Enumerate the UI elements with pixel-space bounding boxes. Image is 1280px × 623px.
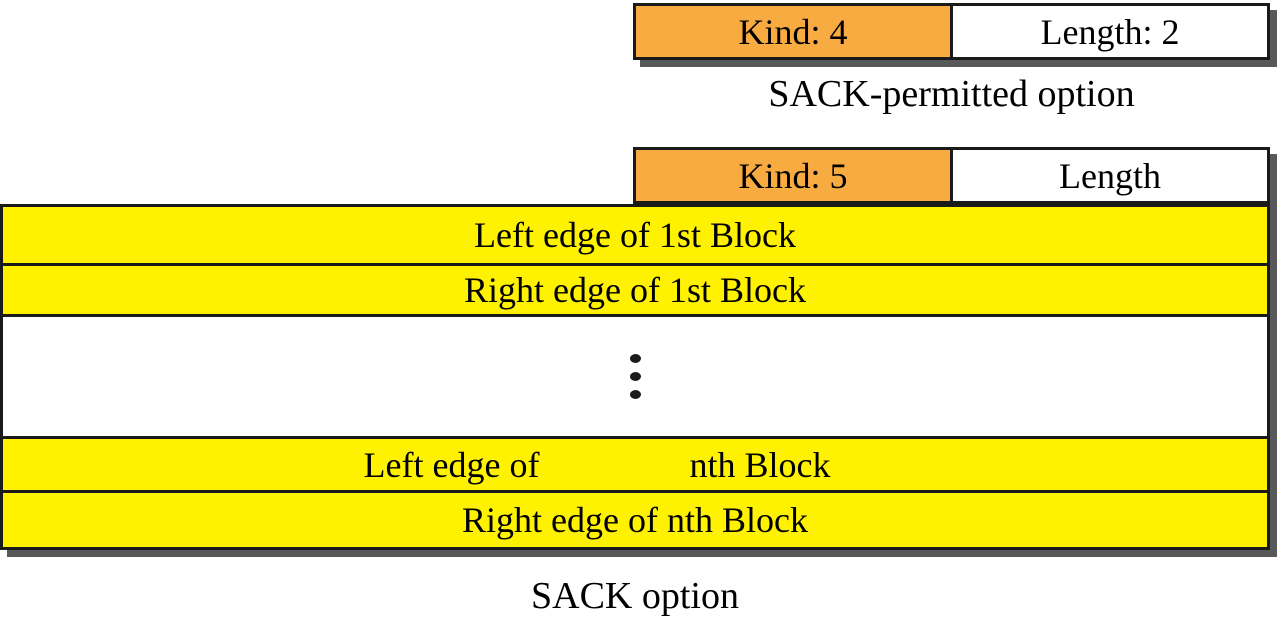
left-edge-nth-text-part1: Left edge of bbox=[363, 444, 540, 485]
table-row-left-edge-nth-block: Left edge of nth Block bbox=[3, 439, 1267, 493]
sack-option-header-box: Kind: 5 Length bbox=[633, 147, 1270, 204]
ellipsis-dot bbox=[629, 354, 641, 363]
left-edge-nth-text: Left edge of nth Block bbox=[364, 447, 831, 483]
vertical-ellipsis bbox=[3, 317, 1267, 439]
sack-option-rows-block: Left edge of 1st Block Right edge of 1st… bbox=[0, 204, 1270, 550]
ellipsis-dot bbox=[629, 372, 641, 381]
sack-option-caption: SACK option bbox=[531, 575, 739, 617]
sack-permitted-option-caption: SACK-permitted option bbox=[768, 73, 1135, 115]
sack-kind-cell: Kind: 5 bbox=[636, 150, 953, 201]
sack-permitted-kind-cell: Kind: 4 bbox=[636, 6, 953, 57]
table-row-left-edge-1st-block: Left edge of 1st Block bbox=[3, 207, 1267, 266]
sack-permitted-length-cell: Length: 2 bbox=[953, 6, 1267, 57]
left-edge-nth-text-part2: nth Block bbox=[689, 444, 831, 485]
sack-permitted-option-box: Kind: 4 Length: 2 bbox=[633, 3, 1270, 60]
sack-length-cell: Length bbox=[953, 150, 1267, 201]
table-row-right-edge-nth-block: Right edge of nth Block bbox=[3, 493, 1267, 547]
ellipsis-dot bbox=[629, 390, 641, 399]
table-row-right-edge-1st-block: Right edge of 1st Block bbox=[3, 266, 1267, 317]
